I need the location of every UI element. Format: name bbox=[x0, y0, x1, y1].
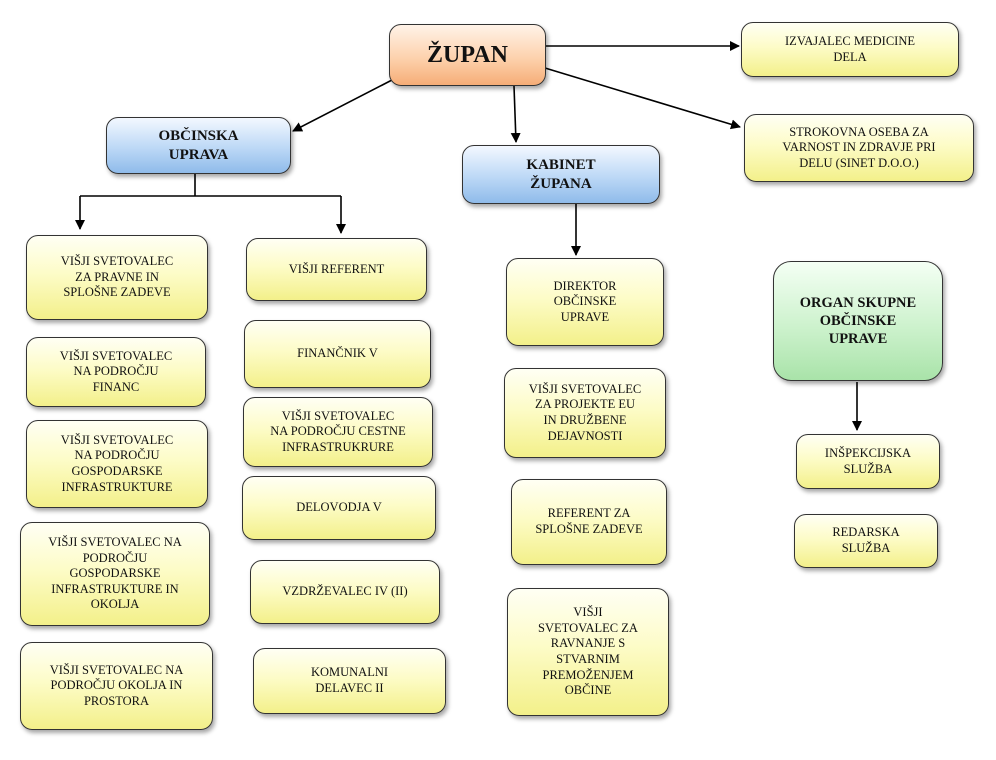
uprava-right-item-2: FINANČNIK V bbox=[244, 320, 431, 388]
zupan-box: ŽUPAN bbox=[389, 24, 546, 86]
uprava-left-item-5: VIŠJI SVETOVALEC NA PODROČJU OKOLJA IN P… bbox=[20, 642, 213, 730]
uprava-right-item-4: DELOVODJA V bbox=[242, 476, 436, 540]
kabinet-zupana-box: KABINET ŽUPANA bbox=[462, 145, 660, 204]
redarska-sluzba-box: REDARSKA SLUŽBA bbox=[794, 514, 938, 568]
kabinet-item-1: DIREKTOR OBČINSKE UPRAVE bbox=[506, 258, 664, 346]
arrow-zupan-to-kabinet bbox=[510, 85, 521, 143]
inspekcijska-sluzba-box: INŠPEKCIJSKA SLUŽBA bbox=[796, 434, 940, 489]
uprava-left-item-4: VIŠJI SVETOVALEC NA PODROČJU GOSPODARSKE… bbox=[20, 522, 210, 626]
arrow-zupan-to-uprava bbox=[292, 79, 393, 132]
arrow-zupan-to-strokovna bbox=[544, 67, 741, 130]
strokovna-oseba-box: STROKOVNA OSEBA ZA VARNOST IN ZDRAVJE PR… bbox=[744, 114, 974, 182]
kabinet-item-3: REFERENT ZA SPLOŠNE ZADEVE bbox=[511, 479, 667, 565]
uprava-right-item-1: VIŠJI REFERENT bbox=[246, 238, 427, 301]
uprava-left-item-2: VIŠJI SVETOVALEC NA PODROČJU FINANC bbox=[26, 337, 206, 407]
uprava-right-item-3: VIŠJI SVETOVALEC NA PODROČJU CESTNE INFR… bbox=[243, 397, 433, 467]
izvajalec-medicine-dela-box: IZVAJALEC MEDICINE DELA bbox=[741, 22, 959, 77]
kabinet-item-4: VIŠJI SVETOVALEC ZA RAVNANJE S STVARNIM … bbox=[507, 588, 669, 716]
uprava-right-item-6: KOMUNALNI DELAVEC II bbox=[253, 648, 446, 714]
kabinet-item-2: VIŠJI SVETOVALEC ZA PROJEKTE EU IN DRUŽB… bbox=[504, 368, 666, 458]
uprava-right-item-5: VZDRŽEVALEC IV (II) bbox=[250, 560, 440, 624]
organ-skupne-uprave-box: ORGAN SKUPNE OBČINSKE UPRAVE bbox=[773, 261, 943, 381]
uprava-left-item-1: VIŠJI SVETOVALEC ZA PRAVNE IN SPLOŠNE ZA… bbox=[26, 235, 208, 320]
obcinska-uprava-box: OBČINSKA UPRAVA bbox=[106, 117, 291, 174]
uprava-left-item-3: VIŠJI SVETOVALEC NA PODROČJU GOSPODARSKE… bbox=[26, 420, 208, 508]
